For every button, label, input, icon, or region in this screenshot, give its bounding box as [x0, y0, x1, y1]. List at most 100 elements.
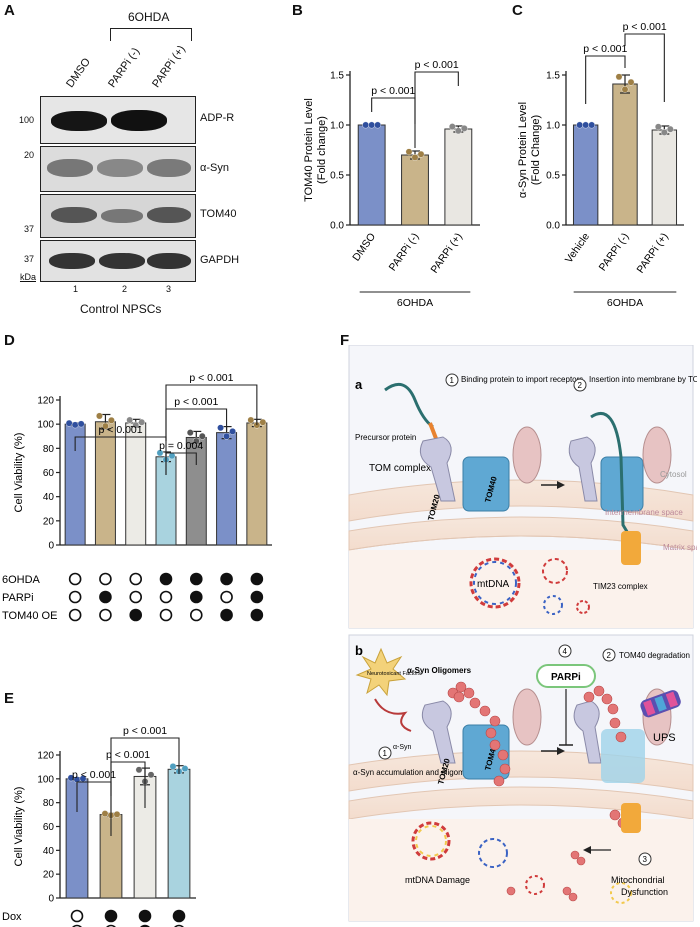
y-axis-label: (Fold Change) [530, 115, 542, 185]
significance-bracket [165, 384, 258, 441]
data-point [460, 125, 468, 132]
data-point [147, 771, 155, 779]
step-b4-number: 4 [563, 647, 568, 656]
y-tick-label: 0.0 [546, 221, 560, 232]
mw-marker-20: 20 [23, 150, 34, 160]
p-value-label: p < 0.001 [99, 424, 143, 436]
y-axis-label: Cell Viability (%) [13, 433, 25, 513]
condition-open-dot [99, 608, 112, 622]
y-tick-label: 0.0 [330, 221, 344, 232]
data-point [627, 78, 635, 86]
chart-c: 0.00.51.01.5α-Syn Protein Level(Fold Cha… [517, 21, 684, 309]
data-point [660, 129, 668, 136]
data-point [411, 153, 419, 161]
tim23-complex [621, 531, 641, 565]
data-point [247, 416, 255, 424]
condition-filled-dot [189, 590, 203, 604]
condition-filled-dot [189, 572, 203, 586]
y-tick-label: 60 [43, 468, 55, 479]
data-point [71, 421, 79, 429]
condition-label: 6OHDA [2, 574, 41, 586]
step-b4-icon [558, 644, 572, 658]
bar [216, 432, 238, 546]
mtdna-damage-label: mtDNA Damage [405, 875, 470, 885]
lane-label-2: PARPi (-) [106, 45, 143, 90]
neurotoxicant-burst [355, 647, 407, 697]
data-point [362, 121, 370, 129]
data-point [181, 765, 189, 772]
y-tick-label: 80 [43, 798, 55, 809]
panel-label-d: D [4, 332, 15, 349]
precursor-label: Precursor protein [355, 433, 416, 442]
tim23-label: TIM23 complex [593, 582, 648, 591]
data-point [102, 422, 109, 430]
asyn-label: α-Syn [393, 744, 412, 751]
step-b2-number: 2 [607, 651, 612, 660]
condition-open-dot [68, 572, 82, 586]
condition-open-dot [159, 608, 173, 622]
p-value-label: p < 0.001 [123, 725, 167, 737]
tom40-degrading [601, 729, 645, 783]
tom40-barrel [462, 456, 510, 512]
condition-filled-dot [172, 909, 186, 923]
y-tick-label: 60 [43, 822, 55, 833]
tom-accessory [512, 426, 542, 484]
significance-bracket [110, 737, 180, 812]
lane-number-1: 1 [73, 284, 79, 294]
y-tick-label: 0.5 [546, 171, 560, 182]
y-tick-label: 0.5 [330, 171, 344, 182]
y-tick-label: 100 [37, 420, 54, 431]
data-point [108, 416, 115, 424]
x-tick-label: PARPi (-) [597, 231, 632, 274]
step-b2-icon [602, 648, 616, 662]
ups-proteasome [640, 690, 681, 718]
step-b3-icon [638, 852, 652, 866]
bar [572, 124, 599, 226]
mtdna-circle [469, 557, 521, 609]
panel-label-c: C [512, 2, 523, 19]
y-tick-label: 20 [43, 516, 55, 527]
data-point [101, 810, 109, 818]
lane-label-1: DMSO [64, 56, 93, 90]
data-point [588, 121, 596, 129]
data-point [454, 127, 462, 135]
matrix-label: Matrix space [663, 543, 697, 552]
x-tick-label: DMSO [350, 231, 378, 264]
blot-label-adp-r: ADP-R [200, 112, 235, 124]
condition-open-dot [220, 590, 233, 604]
condition-filled-dot [104, 909, 118, 923]
data-point [405, 148, 413, 156]
asyn-monomer [374, 698, 412, 732]
condition-open-dot [159, 590, 173, 604]
y-tick-label: 0 [48, 894, 54, 905]
dysfunction-label-2: Dysfunction [621, 887, 668, 897]
bar [246, 422, 268, 546]
bar [94, 421, 116, 546]
y-tick-label: 1.0 [330, 121, 344, 132]
schematic-b-label: b [355, 643, 363, 658]
condition-filled-dot [250, 572, 264, 586]
blot-label-gapdh: GAPDH [200, 254, 240, 266]
data-point [223, 432, 230, 440]
condition-label: Dox [2, 911, 22, 923]
step-1-number: 1 [450, 376, 455, 385]
y-axis-label: Cell Viability (%) [13, 787, 25, 867]
x-tick-label: PARPi (+) [428, 231, 464, 276]
lane-number-2: 2 [122, 284, 128, 294]
p-value-label: p < 0.001 [106, 749, 150, 761]
dysfunction-label-1: Mitochondrial [611, 875, 665, 885]
group-label: 6OHDA [607, 297, 643, 309]
cell-line-label: Control NPSCs [80, 302, 162, 316]
p-value-label: p = 0.004 [159, 440, 203, 452]
step-2-text: Insertion into membrane by TOM complex [589, 375, 697, 384]
group-label: 6OHDA [397, 297, 433, 309]
condition-filled-dot [159, 572, 173, 586]
condition-open-dot [129, 572, 143, 586]
precursor-protein-chain [384, 382, 434, 429]
parpi-pill [536, 664, 596, 688]
oligomers-label: α-Syn Oligomers [407, 666, 472, 675]
data-point [229, 428, 236, 435]
data-point [621, 86, 629, 93]
significance-bracket [414, 71, 459, 124]
